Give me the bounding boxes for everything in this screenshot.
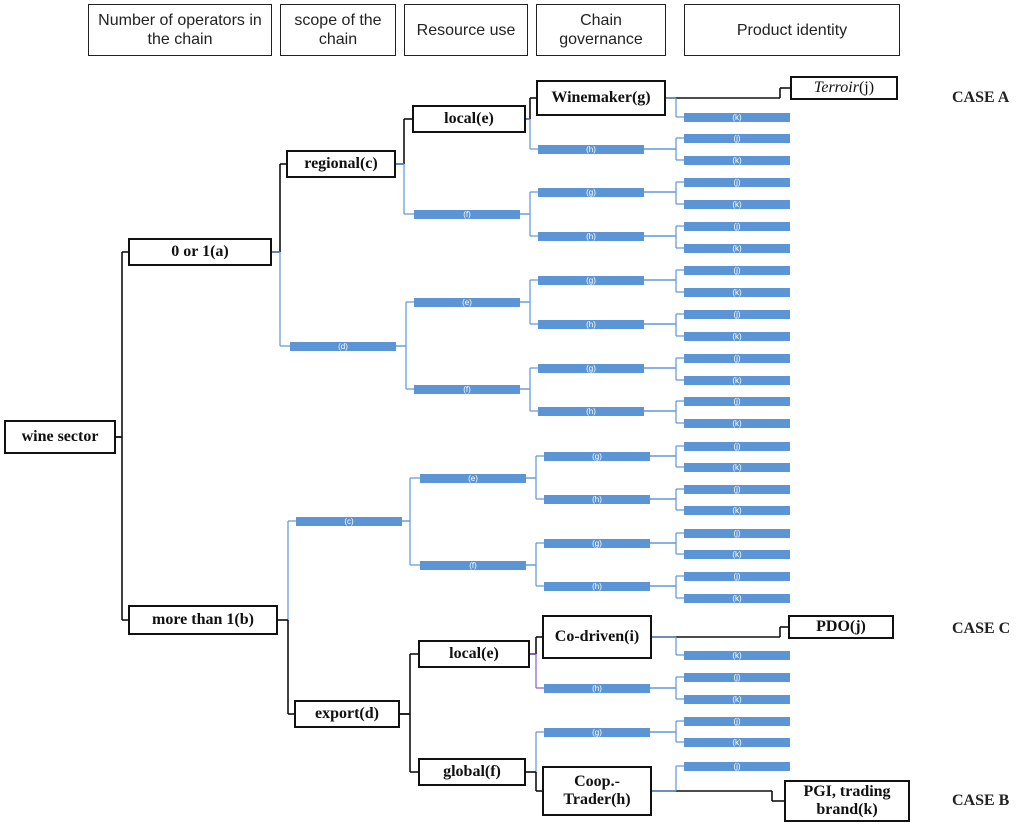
branch-bar-d: (d) bbox=[290, 341, 396, 351]
branch-bar-j: (j) bbox=[684, 396, 790, 406]
branch-bar-j: (j) bbox=[684, 133, 790, 143]
branch-bar-j: (j) bbox=[684, 221, 790, 231]
branch-bar-j: (j) bbox=[684, 265, 790, 275]
node-coop-trader-line2: Trader(h) bbox=[563, 791, 631, 808]
branch-bar-k: (k) bbox=[684, 650, 790, 660]
node-pgi-trading-brand: PGI, trading brand(k) bbox=[784, 780, 910, 822]
branch-bar-j: (j) bbox=[684, 528, 790, 538]
header-scope: scope of the chain bbox=[280, 4, 396, 56]
case-b-label: CASE B bbox=[952, 792, 1010, 809]
branch-bar-g: (g) bbox=[544, 727, 650, 737]
branch-bar-e: (e) bbox=[414, 297, 520, 307]
branch-bar-k: (k) bbox=[684, 331, 790, 341]
branch-bar-h: (h) bbox=[538, 406, 644, 416]
branch-bar-j: (j) bbox=[684, 716, 790, 726]
node-pgi-line2: brand(k) bbox=[816, 801, 878, 818]
branch-bar-e: (e) bbox=[420, 473, 526, 483]
branch-bar-f: (f) bbox=[414, 384, 520, 394]
branch-bar-k: (k) bbox=[684, 243, 790, 253]
header-resource-use: Resource use bbox=[404, 4, 528, 56]
branch-bar-k: (k) bbox=[684, 112, 790, 122]
header-product-identity: Product identity bbox=[684, 4, 900, 56]
branch-bar-k: (k) bbox=[684, 155, 790, 165]
branch-bar-h: (h) bbox=[538, 319, 644, 329]
branch-bar-j: (j) bbox=[684, 571, 790, 581]
branch-bar-h: (h) bbox=[538, 231, 644, 241]
node-export: export(d) bbox=[294, 700, 400, 728]
node-global: global(f) bbox=[418, 758, 526, 786]
branch-bar-k: (k) bbox=[684, 375, 790, 385]
node-pgi-line1: PGI, trading bbox=[803, 783, 891, 800]
branch-bar-j: (j) bbox=[684, 353, 790, 363]
node-winemaker: Winemaker(g) bbox=[536, 80, 666, 116]
branch-bar-g: (g) bbox=[544, 538, 650, 548]
header-chain-governance: Chain governance bbox=[536, 4, 666, 56]
node-terroir: Terroir(j) bbox=[790, 76, 898, 100]
branch-bar-k: (k) bbox=[684, 737, 790, 747]
branch-bar-g: (g) bbox=[538, 187, 644, 197]
branch-bar-g: (g) bbox=[538, 363, 644, 373]
branch-bar-c: (c) bbox=[296, 516, 402, 526]
branch-bar-h: (h) bbox=[538, 144, 644, 154]
branch-bar-h: (h) bbox=[544, 683, 650, 693]
case-c-label: CASE C bbox=[952, 620, 1011, 637]
branch-bar-k: (k) bbox=[684, 593, 790, 603]
branch-bar-j: (j) bbox=[684, 177, 790, 187]
node-local-case-c: local(e) bbox=[418, 640, 530, 668]
branch-bar-k: (k) bbox=[684, 287, 790, 297]
branch-bar-j: (j) bbox=[684, 309, 790, 319]
branch-bar-k: (k) bbox=[684, 199, 790, 209]
node-wine-sector: wine sector bbox=[4, 420, 116, 454]
node-terroir-word: Terroir bbox=[813, 79, 859, 96]
branch-bar-h: (h) bbox=[544, 581, 650, 591]
branch-bar-j: (j) bbox=[684, 672, 790, 682]
branch-bar-k: (k) bbox=[684, 505, 790, 515]
node-operators-more-than-1: more than 1(b) bbox=[128, 605, 278, 635]
node-coop-trader-line1: Coop.- bbox=[574, 773, 620, 790]
branch-bar-k: (k) bbox=[684, 694, 790, 704]
node-coop-trader: Coop.- Trader(h) bbox=[542, 766, 652, 816]
node-operators-0-or-1: 0 or 1(a) bbox=[128, 238, 272, 266]
branch-bar-k: (k) bbox=[684, 462, 790, 472]
branch-bar-g: (g) bbox=[538, 275, 644, 285]
branch-bar-f: (f) bbox=[420, 560, 526, 570]
node-local-case-a: local(e) bbox=[412, 105, 526, 133]
branch-bar-k: (k) bbox=[684, 549, 790, 559]
branch-bar-j: (j) bbox=[684, 441, 790, 451]
branch-bar-f: (f) bbox=[414, 209, 520, 219]
branch-bar-j: (j) bbox=[684, 761, 790, 771]
branch-bar-g: (g) bbox=[544, 451, 650, 461]
node-pdo: PDO(j) bbox=[788, 615, 894, 639]
node-terroir-suffix: (j) bbox=[858, 79, 875, 96]
header-operators: Number of operators in the chain bbox=[88, 4, 272, 56]
node-regional: regional(c) bbox=[286, 150, 396, 178]
node-co-driven: Co-driven(i) bbox=[542, 615, 652, 659]
branch-bar-h: (h) bbox=[544, 494, 650, 504]
branch-bar-k: (k) bbox=[684, 418, 790, 428]
case-a-label: CASE A bbox=[952, 89, 1010, 106]
branch-bar-j: (j) bbox=[684, 484, 790, 494]
